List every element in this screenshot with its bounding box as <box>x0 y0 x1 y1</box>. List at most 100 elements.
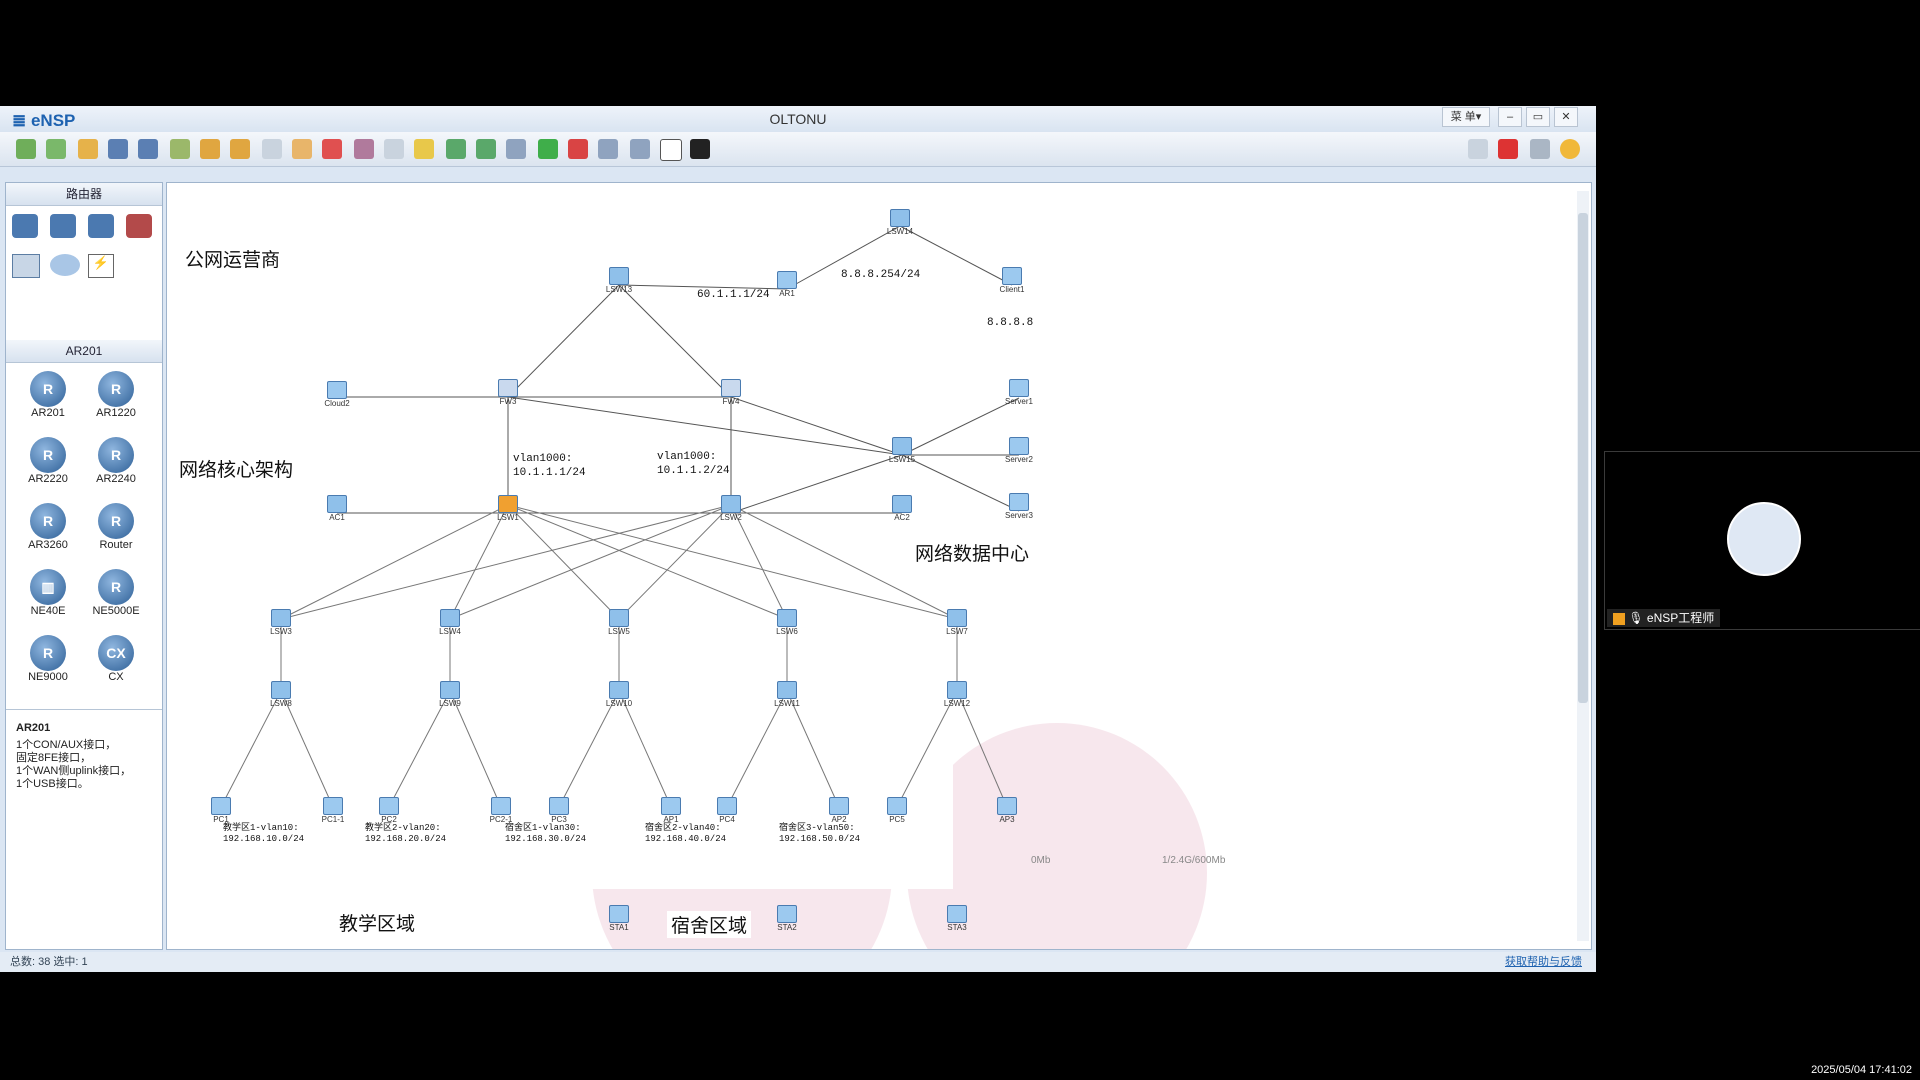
node-lsw9[interactable]: LSW9 <box>430 681 470 708</box>
node-label: LSW7 <box>946 627 968 636</box>
node-sta2[interactable]: STA2 <box>767 905 807 932</box>
node-lsw8[interactable]: LSW8 <box>261 681 301 708</box>
close-button[interactable]: ✕ <box>1554 107 1578 127</box>
settings-icon[interactable] <box>1530 139 1550 159</box>
minimize-button[interactable]: – <box>1498 107 1522 127</box>
node-lsw14[interactable]: LSW14 <box>880 209 920 236</box>
cloud-category-icon[interactable] <box>50 254 80 276</box>
capture-icon[interactable] <box>598 139 618 159</box>
node-lsw13[interactable]: LSW13 <box>599 267 639 294</box>
node-pc1-1[interactable]: PC1-1 <box>313 797 353 824</box>
undo-icon[interactable] <box>200 139 220 159</box>
node-cloud2[interactable]: Cloud2 <box>317 381 357 408</box>
palette-icon[interactable] <box>414 139 434 159</box>
node-server3[interactable]: Server3 <box>999 493 1039 520</box>
node-lsw3[interactable]: LSW3 <box>261 609 301 636</box>
start-all-icon[interactable] <box>538 139 558 159</box>
node-fw4[interactable]: FW4 <box>711 379 751 406</box>
node-pc2-1[interactable]: PC2-1 <box>481 797 521 824</box>
node-fw3[interactable]: FW3 <box>488 379 528 406</box>
topology-icon[interactable] <box>630 139 650 159</box>
node-sta3[interactable]: STA3 <box>937 905 977 932</box>
window-icon[interactable] <box>660 139 682 161</box>
node-lsw12[interactable]: LSW12 <box>937 681 977 708</box>
node-pc4[interactable]: PC4 <box>707 797 747 824</box>
delete-icon[interactable] <box>322 139 342 159</box>
node-lsw15[interactable]: LSW15 <box>882 437 922 464</box>
scrollbar-thumb[interactable] <box>1578 213 1588 703</box>
device-icon <box>661 797 681 815</box>
redo-icon[interactable] <box>230 139 250 159</box>
node-server2[interactable]: Server2 <box>999 437 1039 464</box>
node-lsw2[interactable]: LSW2 <box>711 495 751 522</box>
new-topology-icon[interactable] <box>16 139 36 159</box>
delete-link-icon[interactable] <box>354 139 374 159</box>
huawei-icon[interactable] <box>1498 139 1518 159</box>
node-lsw6[interactable]: LSW6 <box>767 609 807 636</box>
menu-button[interactable]: 菜 单▾ <box>1442 107 1490 127</box>
node-ap1[interactable]: AP1 <box>651 797 691 824</box>
save-icon[interactable] <box>108 139 128 159</box>
subnet-name: 宿舍区1-vlan30: <box>505 823 581 833</box>
vertical-scrollbar[interactable] <box>1577 191 1589 941</box>
node-pc3[interactable]: PC3 <box>539 797 579 824</box>
chat-icon[interactable] <box>1468 139 1488 159</box>
print-icon[interactable] <box>170 139 190 159</box>
node-label: PC4 <box>719 815 735 824</box>
node-lsw1[interactable]: LSW1 <box>488 495 528 522</box>
node-lsw7[interactable]: LSW7 <box>937 609 977 636</box>
switch-category-icon[interactable] <box>50 214 76 238</box>
terminal-icon[interactable] <box>690 139 710 159</box>
node-lsw10[interactable]: LSW10 <box>599 681 639 708</box>
node-ap3[interactable]: AP3 <box>987 797 1027 824</box>
select-icon[interactable] <box>262 139 282 159</box>
node-label: PC2-1 <box>489 815 513 824</box>
help-feedback-link[interactable]: 获取帮助与反馈 <box>1505 956 1582 968</box>
help-icon[interactable] <box>1560 139 1580 159</box>
text-icon[interactable] <box>384 139 404 159</box>
node-ac1[interactable]: AC1 <box>317 495 357 522</box>
node-pc5[interactable]: PC5 <box>877 797 917 824</box>
wlan-category-icon[interactable] <box>88 214 114 238</box>
node-pc2[interactable]: PC2 <box>369 797 409 824</box>
pan-hand-icon[interactable] <box>292 139 312 159</box>
node-pc1[interactable]: PC1 <box>201 797 241 824</box>
node-ac2[interactable]: AC2 <box>882 495 922 522</box>
connection-category-icon[interactable]: ⚡ <box>88 254 114 278</box>
vlan-b-line2: 10.1.1.2/24 <box>657 465 730 477</box>
device-ne40e[interactable]: ▥NE40E <box>20 569 76 617</box>
device-label: AR2220 <box>28 473 68 485</box>
subnet-range: 192.168.30.0/24 <box>505 834 587 844</box>
node-lsw4[interactable]: LSW4 <box>430 609 470 636</box>
fit-icon[interactable] <box>506 139 526 159</box>
node-ap2[interactable]: AP2 <box>819 797 859 824</box>
firewall-category-icon[interactable] <box>126 214 152 238</box>
node-ar1[interactable]: AR1 <box>767 271 807 298</box>
zoom-out-icon[interactable] <box>476 139 496 159</box>
node-label: STA1 <box>609 923 629 932</box>
open-icon[interactable] <box>78 139 98 159</box>
node-client1[interactable]: Client1 <box>992 267 1032 294</box>
terminal-category-icon[interactable] <box>12 254 40 278</box>
restore-button[interactable]: ▭ <box>1526 107 1550 127</box>
node-lsw11[interactable]: LSW11 <box>767 681 807 708</box>
node-label: PC3 <box>551 815 567 824</box>
save-as-icon[interactable] <box>138 139 158 159</box>
node-sta1[interactable]: STA1 <box>599 905 639 932</box>
node-server1[interactable]: Server1 <box>999 379 1039 406</box>
node-lsw5[interactable]: LSW5 <box>599 609 639 636</box>
router-category-icon[interactable] <box>12 214 38 238</box>
new-example-icon[interactable] <box>46 139 66 159</box>
zoom-in-icon[interactable] <box>446 139 466 159</box>
stop-all-icon[interactable] <box>568 139 588 159</box>
